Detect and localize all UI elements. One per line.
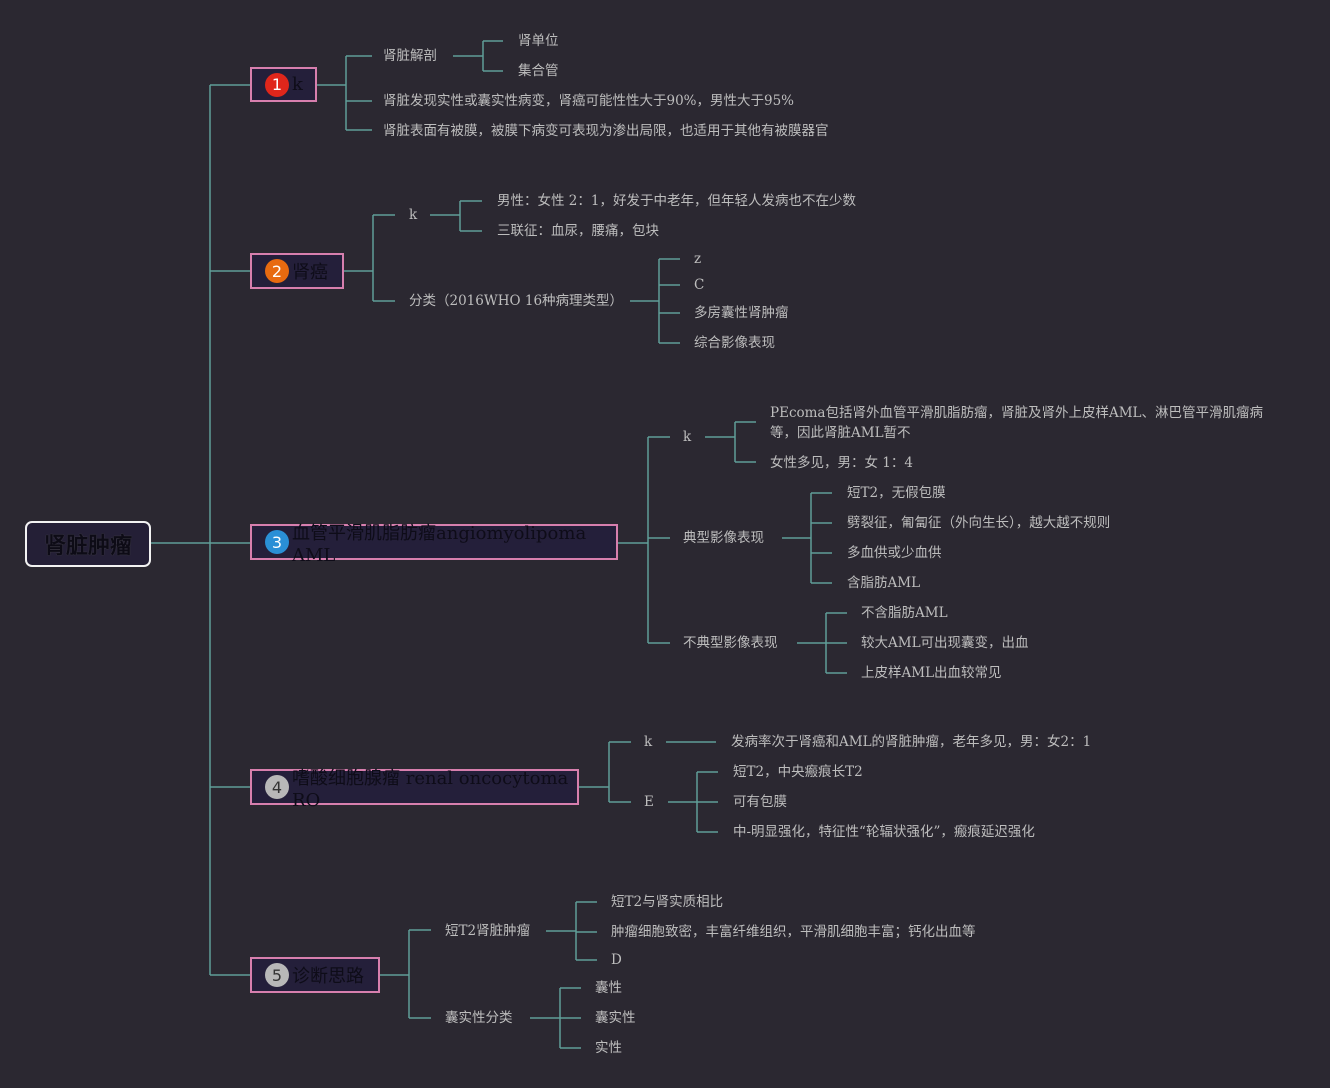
number-badge-icon: 1 <box>265 72 289 97</box>
number-badge-icon: 2 <box>265 259 289 283</box>
topic[interactable]: k <box>409 207 418 223</box>
subtopic[interactable]: PEcoma包括肾外血管平滑肌脂肪瘤，肾脏及肾外上皮样AML、淋巴管平滑肌瘤病等… <box>770 405 1264 441</box>
branch-label: 嗜酸细胞腺瘤 renal oncocytoma RO <box>292 767 569 811</box>
subtopic[interactable]: 多血供或少血供 <box>847 545 942 561</box>
subtopic[interactable]: 发病率次于肾癌和AML的肾脏肿瘤，老年多见，男：女2：1 <box>731 734 1092 750</box>
topic[interactable]: 典型影像表现 <box>683 530 764 546</box>
subtopic[interactable]: 劈裂征，匍匐征（外向生长），越大越不规则 <box>847 515 1111 531</box>
topic[interactable]: 肾脏表面有被膜，被膜下病变可表现为渗出局限，也适用于其他有被膜器官 <box>383 123 829 139</box>
topic[interactable]: 囊实性分类 <box>445 1010 513 1026</box>
subtopic[interactable]: 肾单位 <box>518 33 559 49</box>
subtopic[interactable]: 女性多见，男：女 1：4 <box>770 455 913 471</box>
subtopic[interactable]: 多房囊性肾肿瘤 <box>694 305 789 321</box>
subtopic[interactable]: 实性 <box>595 1040 622 1056</box>
subtopic[interactable]: 男性：女性 2：1，好发于中老年，但年轻人发病也不在少数 <box>497 193 856 209</box>
subtopic[interactable]: 囊实性 <box>595 1010 636 1026</box>
topic[interactable]: k <box>683 429 692 445</box>
subtopic[interactable]: 囊性 <box>595 980 622 996</box>
topic[interactable]: 分类（2016WHO 16种病理类型） <box>409 293 624 309</box>
topic[interactable]: E <box>644 794 654 810</box>
subtopic[interactable]: 较大AML可出现囊变，出血 <box>861 635 1029 651</box>
topic[interactable]: 肾脏解剖 <box>383 48 437 64</box>
subtopic[interactable]: 可有包膜 <box>733 794 787 810</box>
subtopic[interactable]: 不含脂肪AML <box>861 605 948 621</box>
topic[interactable]: 肾脏发现实性或囊实性病变，肾癌可能性性大于90%，男性大于95% <box>383 93 795 109</box>
number-badge-icon: 3 <box>265 530 289 554</box>
subtopic[interactable]: 集合管 <box>518 63 559 79</box>
root-node[interactable]: 肾脏肿瘤 <box>25 521 151 567</box>
subtopic[interactable]: 短T2，中央瘢痕长T2 <box>733 764 863 780</box>
subtopic[interactable]: 肿瘤细胞致密，丰富纤维组织，平滑肌细胞丰富；钙化出血等 <box>611 924 976 940</box>
subtopic[interactable]: D <box>611 952 622 968</box>
branch-label: k <box>292 74 303 95</box>
topic[interactable]: 不典型影像表现 <box>683 635 778 651</box>
branch-label: 肾癌 <box>292 262 328 283</box>
branch-label: 诊断思路 <box>292 966 364 987</box>
subtopic[interactable]: 上皮样AML出血较常见 <box>861 665 1002 681</box>
topic[interactable]: k <box>644 734 653 750</box>
subtopic[interactable]: 短T2，无假包膜 <box>847 485 946 501</box>
subtopic[interactable]: 短T2与肾实质相比 <box>611 894 724 910</box>
subtopic[interactable]: 含脂肪AML <box>847 575 921 591</box>
branch-label: 血管平滑肌脂肪瘤angiomyolipoma AML <box>292 522 587 566</box>
subtopic[interactable]: C <box>694 277 705 293</box>
subtopic[interactable]: z <box>694 251 702 267</box>
root-label: 肾脏肿瘤 <box>43 533 132 559</box>
number-badge-icon: 4 <box>265 775 289 799</box>
subtopic[interactable]: 综合影像表现 <box>694 335 775 351</box>
subtopic[interactable]: 三联征：血尿，腰痛，包块 <box>497 223 659 239</box>
subtopic[interactable]: 中-明显强化，特征性“轮辐状强化”，瘢痕延迟强化 <box>733 824 1035 840</box>
number-badge-icon: 5 <box>265 963 289 987</box>
topic[interactable]: 短T2肾脏肿瘤 <box>445 923 531 939</box>
